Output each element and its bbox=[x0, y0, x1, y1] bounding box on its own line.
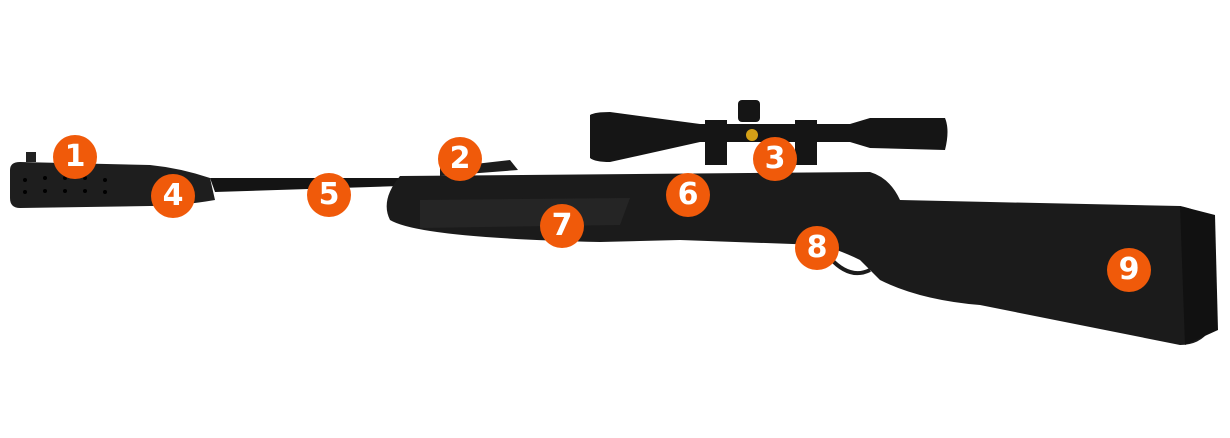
callout-badge-1: 1 bbox=[53, 135, 97, 179]
callout-badge-6: 6 bbox=[666, 173, 710, 217]
callout-badge-2: 2 bbox=[438, 137, 482, 181]
barrel bbox=[210, 178, 400, 192]
callout-badge-3: 3 bbox=[753, 137, 797, 181]
callout-badge-7: 7 bbox=[540, 204, 584, 248]
callout-badge-4: 4 bbox=[151, 174, 195, 218]
callout-badge-8: 8 bbox=[795, 226, 839, 270]
callout-badge-5: 5 bbox=[307, 173, 351, 217]
callout-badge-9: 9 bbox=[1107, 248, 1151, 292]
